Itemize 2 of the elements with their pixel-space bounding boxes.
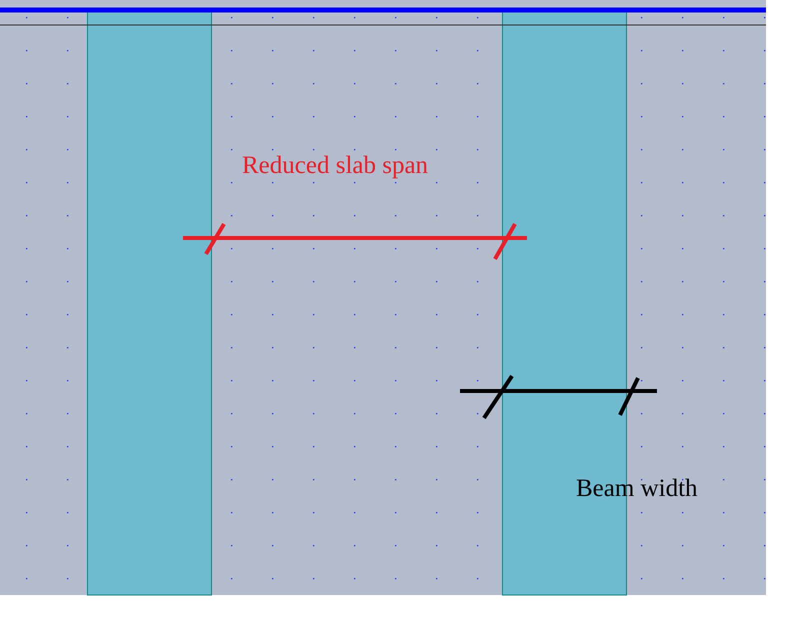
- dimension-label: Reduced slab span: [242, 153, 428, 178]
- dimension-label: Beam width: [576, 476, 698, 501]
